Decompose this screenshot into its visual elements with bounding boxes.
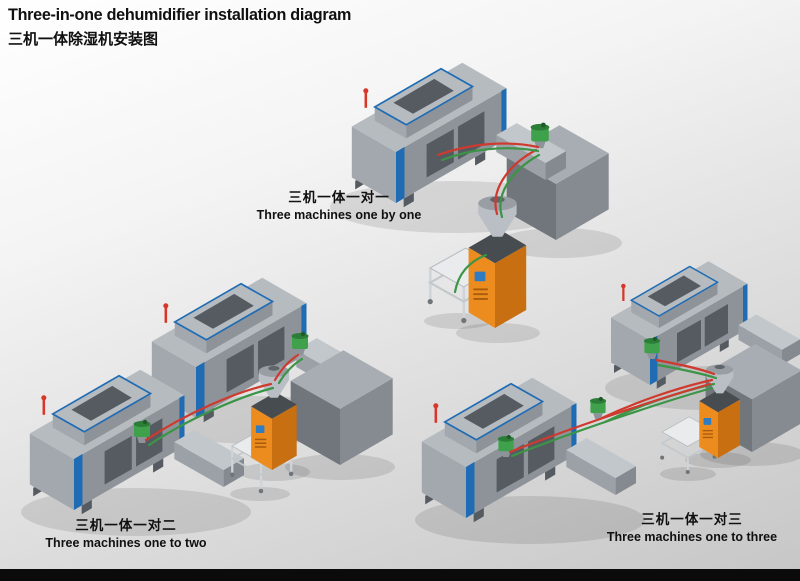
scene-label-one-by-one: 三机一体一对一 Three machines one by one [248,186,430,222]
page-title-en: Three-in-one dehumidifier installation d… [8,5,352,24]
scene-label-zh: 三机一体一对三 [641,512,743,527]
return-air-tube-green [453,253,488,294]
footer-bar [0,569,800,581]
page-title-zh: 三机一体除湿机安装图 [8,31,159,48]
return-air-tube-green [510,386,714,458]
return-air-tube-green [656,363,718,380]
scene-label-en: Three machines one to three [606,530,778,544]
material-tube-red [273,353,300,382]
material-tube-red [600,378,714,420]
scene-label-en: Three machines one to two [45,536,207,550]
scene-one-to-three [415,260,800,544]
material-tube-red [654,358,716,376]
material-tube-red [508,382,712,454]
title-block: Three-in-one dehumidifier installation d… [8,5,369,49]
scene-one-by-one [330,61,622,343]
scene-label-zh: 三机一体一对二 [75,518,177,533]
return-air-tube-green [499,153,541,219]
green-hopper-loader [589,396,607,419]
scene-label-en: Three machines one by one [256,208,422,222]
scene-one-to-two [21,276,395,536]
material-tube-red [494,148,538,216]
return-air-tube-green [440,147,540,162]
material-tube-red [436,142,540,157]
material-tube-red [144,382,273,442]
return-air-tube-green [147,386,275,447]
return-air-tube-green [277,357,304,385]
scene-label-one-to-three: 三机一体一对三 Three machines one to three [586,508,798,544]
scene-label-zh: 三机一体一对一 [288,190,390,205]
scene-label-one-to-two: 三机一体一对二 Three machines one to two [28,514,224,550]
